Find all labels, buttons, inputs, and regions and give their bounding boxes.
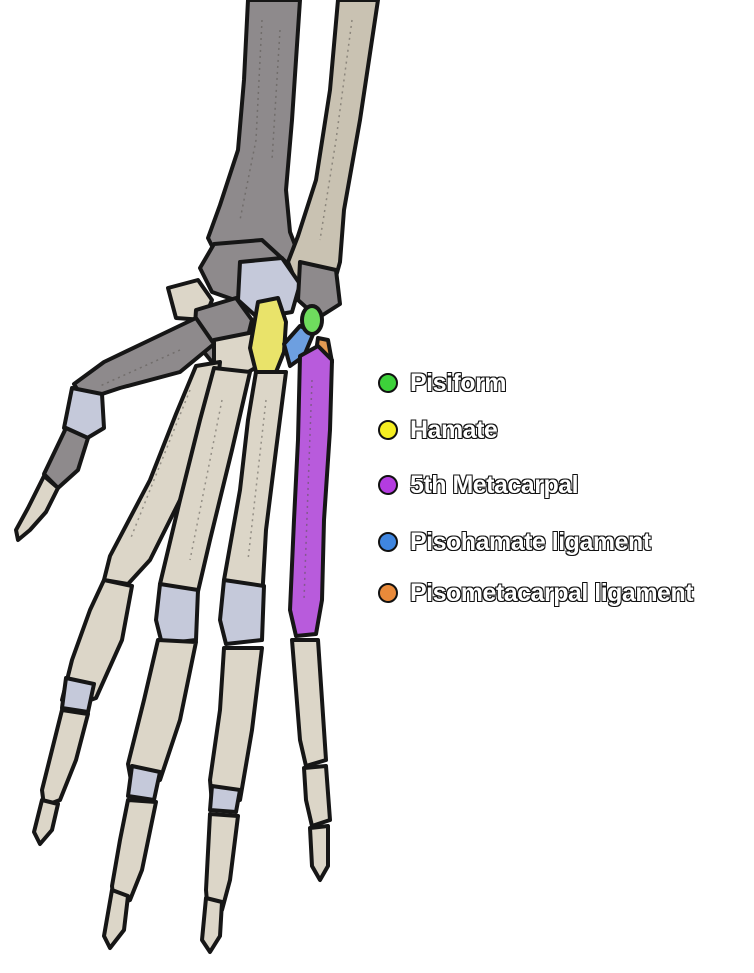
legend-label: Hamate: [410, 416, 497, 445]
legend-item-5th-metacarpal: 5th Metacarpal: [378, 456, 693, 514]
legend-label: Pisohamate ligament: [410, 528, 651, 557]
blue-dot-icon: [378, 532, 398, 552]
radius-bone: [208, 0, 300, 270]
purple-dot-icon: [378, 475, 398, 495]
legend-item-pisiform: Pisiform: [378, 362, 693, 404]
legend-item-hamate: Hamate: [378, 404, 693, 456]
legend-label: Pisometacarpal ligament: [410, 579, 693, 608]
legend-label: 5th Metacarpal: [410, 471, 578, 500]
green-dot-icon: [378, 373, 398, 393]
legend-item-pisometacarpal-ligament: Pisometacarpal ligament: [378, 570, 693, 616]
hamate-bone: [250, 298, 286, 372]
legend-item-pisohamate-ligament: Pisohamate ligament: [378, 514, 693, 570]
pisiform-bone: [302, 306, 322, 334]
ulna-bone: [288, 0, 378, 298]
legend: Pisiform Hamate 5th Metacarpal Pisohamat…: [378, 362, 693, 616]
fifth-metacarpal-bone: [290, 346, 332, 636]
little-finger-bones: [292, 640, 330, 880]
legend-label: Pisiform: [410, 369, 506, 398]
yellow-dot-icon: [378, 420, 398, 440]
orange-dot-icon: [378, 583, 398, 603]
